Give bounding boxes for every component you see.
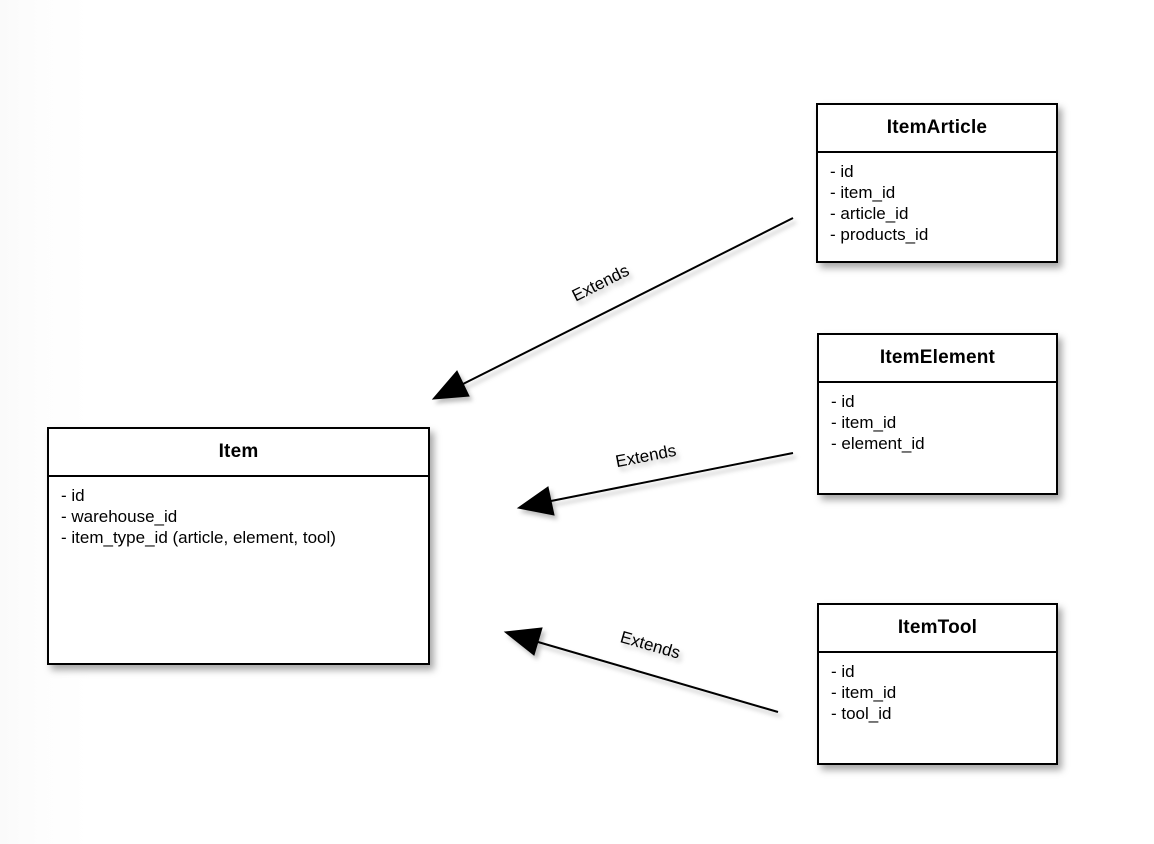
class-title: ItemElement (819, 335, 1056, 383)
class-title: ItemTool (819, 605, 1056, 653)
uml-class-itemarticle: ItemArticle - id - item_id - article_id … (816, 103, 1058, 263)
extends-line (537, 641, 779, 713)
arrowhead-icon (516, 486, 555, 516)
uml-class-itemelement: ItemElement - id - item_id - element_id (817, 333, 1058, 495)
extends-arrow-itemarticle: Extends (431, 217, 794, 400)
uml-class-item: Item - id - warehouse_id - item_type_id … (47, 427, 430, 665)
extends-line (550, 452, 794, 502)
class-attribute: - id (831, 662, 855, 681)
class-attribute: - products_id (830, 225, 929, 244)
arrowhead-icon (431, 370, 470, 400)
extends-arrow-itemelement: Extends (516, 441, 794, 516)
class-attribute-list: - id - item_id - tool_id (819, 653, 1056, 724)
extends-label: Extends (569, 261, 632, 306)
class-attribute: - tool_id (831, 704, 892, 723)
class-attribute: - article_id (830, 204, 909, 223)
class-title: ItemArticle (818, 105, 1056, 153)
class-attribute: - item_id (831, 683, 897, 702)
extends-line (462, 217, 794, 385)
class-attribute: - item_type_id (article, element, tool) (61, 528, 336, 547)
uml-class-itemtool: ItemTool - id - item_id - tool_id (817, 603, 1058, 765)
class-attribute: - item_id (831, 413, 897, 432)
page-edge-shading (0, 0, 90, 844)
class-attribute: - id (831, 392, 855, 411)
class-attribute-list: - id - item_id - article_id - products_i… (818, 153, 1056, 245)
class-attribute: - warehouse_id (61, 507, 178, 526)
class-title: Item (49, 429, 428, 477)
arrowhead-icon (503, 627, 543, 656)
class-attribute: - item_id (830, 183, 896, 202)
extends-arrow-itemtool: Extends (503, 627, 779, 713)
extends-label: Extends (614, 441, 678, 471)
class-attribute: - element_id (831, 434, 925, 453)
class-attribute-list: - id - warehouse_id - item_type_id (arti… (49, 477, 428, 548)
class-attribute-list: - id - item_id - element_id (819, 383, 1056, 454)
class-attribute: - id (830, 162, 854, 181)
class-attribute: - id (61, 486, 85, 505)
extends-label: Extends (618, 627, 682, 662)
